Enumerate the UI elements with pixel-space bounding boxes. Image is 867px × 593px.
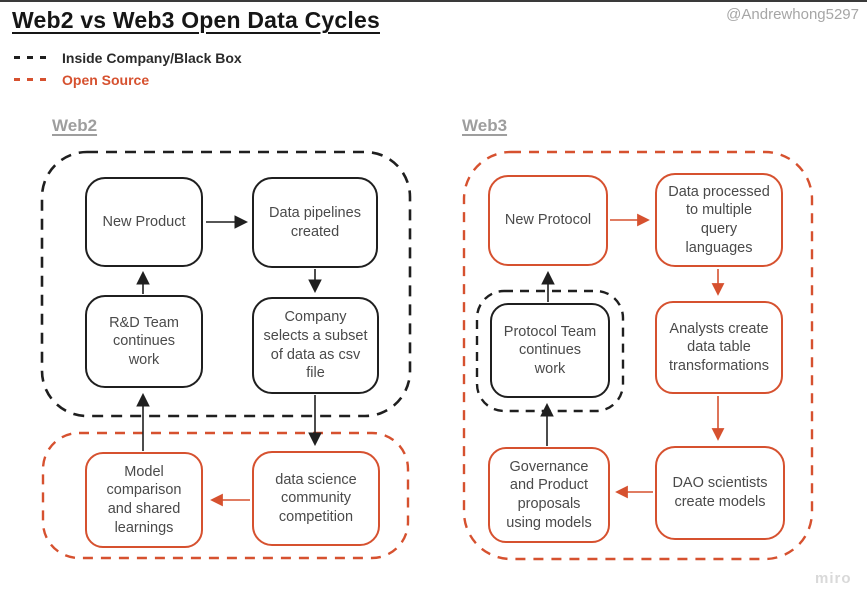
box-data-science-competition: data science community competition: [252, 451, 380, 546]
box-new-product: New Product: [85, 177, 203, 267]
legend: Inside Company/Black Box Open Source: [14, 49, 242, 88]
miro-watermark: miro: [815, 570, 852, 587]
page-title: Web2 vs Web3 Open Data Cycles: [12, 7, 380, 33]
legend-label: Inside Company/Black Box: [62, 49, 242, 66]
box-rd-team-continues-work: R&D Team continues work: [85, 295, 203, 388]
legend-item-open-source: Open Source: [14, 71, 242, 88]
box-model-comparison: Model comparison and shared learnings: [85, 452, 203, 548]
box-governance-proposals: Governance and Product proposals using m…: [488, 447, 610, 543]
web3-section-heading: Web3: [462, 116, 508, 135]
box-analysts-create-transformations: Analysts create data table transformatio…: [655, 301, 783, 394]
box-dao-scientists-create-models: DAO scientists create models: [655, 446, 785, 540]
top-edge-strip: [0, 0, 867, 2]
legend-label: Open Source: [62, 71, 150, 88]
box-new-protocol: New Protocol: [488, 175, 608, 266]
legend-item-inside-company: Inside Company/Black Box: [14, 49, 242, 66]
box-protocol-team-continues-work: Protocol Team continues work: [490, 303, 610, 398]
web2-section-heading: Web2: [52, 116, 98, 135]
box-company-selects-subset: Company selects a subset of data as csv …: [252, 297, 379, 394]
author-handle: @Andrewhong5297: [726, 6, 859, 23]
red-dashed-line-swatch: [14, 78, 51, 81]
black-dashed-line-swatch: [14, 56, 51, 59]
box-data-pipelines-created: Data pipelines created: [252, 177, 378, 268]
box-data-processed: Data processed to multiple query languag…: [655, 173, 783, 267]
